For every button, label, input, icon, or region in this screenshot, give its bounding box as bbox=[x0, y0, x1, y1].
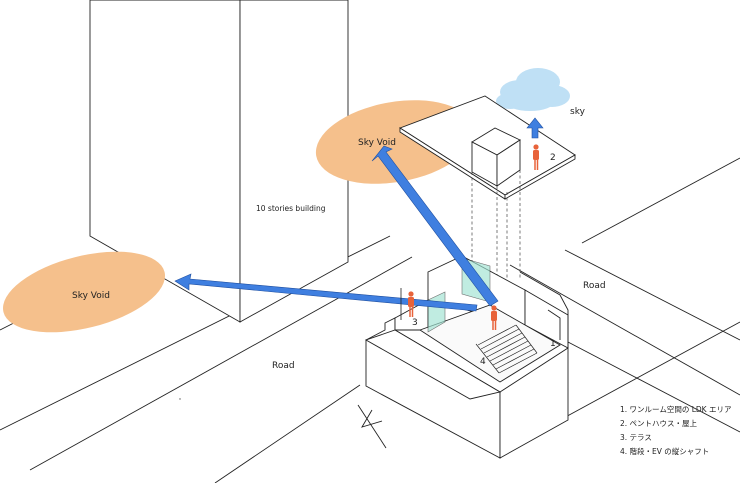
sky-label: sky bbox=[570, 107, 586, 117]
sky-void-left-ellipse bbox=[2, 251, 166, 333]
road-left-label: Road bbox=[272, 361, 295, 371]
sky-void-upper-label: Sky Void bbox=[358, 138, 396, 148]
cloud-icon bbox=[496, 68, 570, 111]
person-icon-terrace bbox=[408, 291, 414, 317]
north-arrow-icon bbox=[357, 404, 387, 449]
person-icon-ldk bbox=[491, 305, 497, 330]
building-label: 10 stories building bbox=[256, 204, 326, 213]
legend-item: 3. テラス bbox=[620, 433, 652, 442]
view-arrows bbox=[174, 117, 544, 312]
sky-void-left-label: Sky Void bbox=[72, 291, 110, 301]
small-dot bbox=[179, 398, 181, 400]
stair-icon bbox=[475, 324, 538, 374]
person-icons bbox=[400, 144, 539, 330]
arrow-to-upper-sky-void bbox=[371, 145, 499, 307]
person-icon-penthouse bbox=[533, 144, 539, 170]
road-right-label: Road bbox=[583, 281, 606, 291]
arrow-up-to-sky bbox=[526, 117, 544, 139]
number-3-label: 3 bbox=[412, 318, 418, 328]
arrow-to-left-sky-void bbox=[174, 273, 478, 312]
number-2-label: 2 bbox=[550, 153, 556, 163]
legend: 1. ワンルーム空間の LDK エリア 2. ペントハウス・屋上 3. テラス … bbox=[620, 404, 731, 456]
legend-item: 4. 階段・EV の縦シャフト bbox=[620, 446, 709, 456]
ten-story-building bbox=[89, 0, 349, 323]
legend-item: 2. ペントハウス・屋上 bbox=[620, 419, 698, 428]
number-1-label: 1 bbox=[550, 339, 556, 349]
legend-item: 1. ワンルーム空間の LDK エリア bbox=[620, 404, 731, 414]
number-4-label: 4 bbox=[480, 357, 486, 367]
